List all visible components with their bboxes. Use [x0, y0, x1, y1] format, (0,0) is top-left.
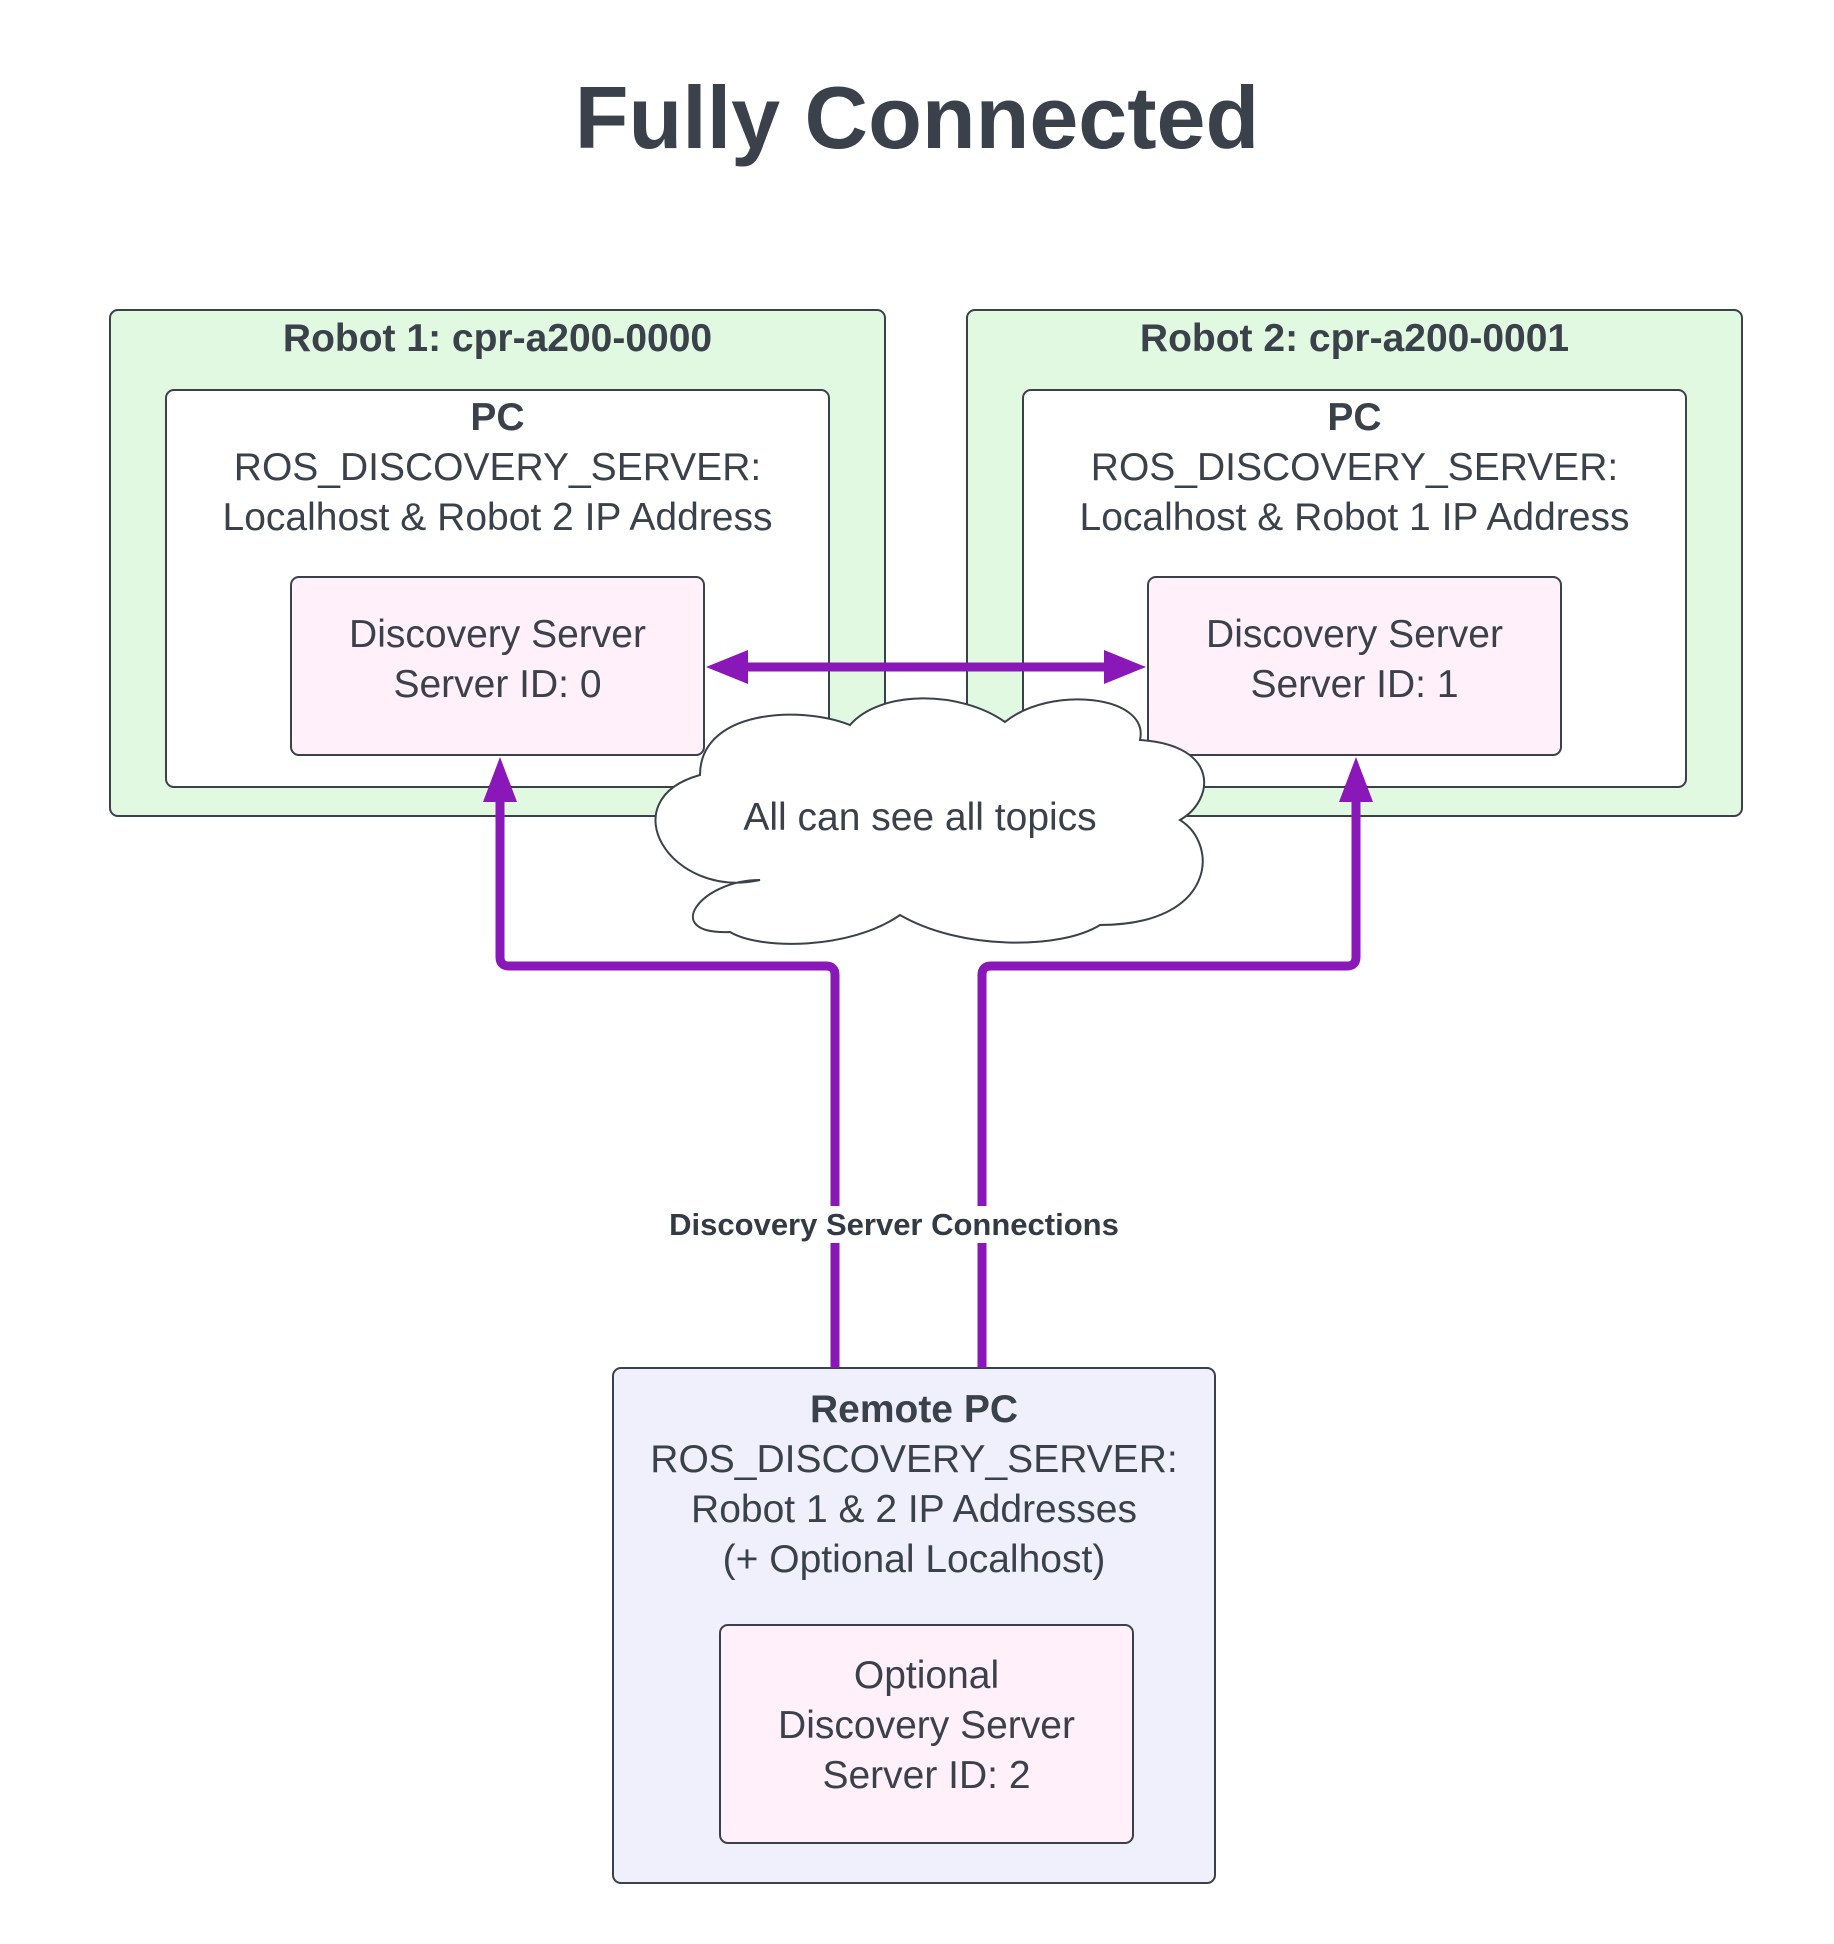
remote-pc-addresses: Robot 1 & 2 IP Addresses — [691, 1488, 1137, 1531]
remote-pc-env-var: ROS_DISCOVERY_SERVER: — [650, 1438, 1178, 1481]
robot2-pc-addresses: Localhost & Robot 1 IP Address — [1079, 496, 1630, 539]
remote-pc-text: Remote PC ROS_DISCOVERY_SERVER: Robot 1 … — [613, 1385, 1215, 1585]
robot1-pc-env-var: ROS_DISCOVERY_SERVER: — [233, 446, 762, 489]
robot2-pc-env-var: ROS_DISCOVERY_SERVER: — [1090, 446, 1619, 489]
server1-text: Discovery Server Server ID: 1 — [1148, 610, 1561, 710]
arrowhead-right — [1104, 650, 1146, 684]
robot1-pc-addresses: Localhost & Robot 2 IP Address — [222, 496, 773, 539]
server2-text: Optional Discovery Server Server ID: 2 — [720, 1651, 1133, 1801]
robot2-discovery-server-box[interactable] — [1147, 576, 1562, 756]
robot1-pc-text: PC ROS_DISCOVERY_SERVER: Localhost & Rob… — [166, 393, 829, 543]
remote-discovery-server-box[interactable] — [719, 1624, 1134, 1844]
robot1-discovery-server-box[interactable] — [290, 576, 705, 756]
server0-text: Discovery Server Server ID: 0 — [291, 610, 704, 710]
arrowhead-up-server0 — [483, 757, 517, 802]
server2-id: Server ID: 2 — [822, 1754, 1031, 1797]
connection-remote-to-server0 — [495, 800, 840, 1368]
page-title: Fully Connected — [574, 68, 1260, 167]
connection-remote-to-server1 — [977, 800, 1361, 1368]
server2-label: Discovery Server — [778, 1704, 1075, 1747]
robot1-pc-heading: PC — [470, 396, 525, 439]
robot1-title: Robot 1: cpr-a200-0000 — [282, 317, 713, 360]
cloud-label: All can see all topics — [743, 796, 1097, 839]
robot2-title: Robot 2: cpr-a200-0001 — [1139, 317, 1570, 360]
remote-pc-optional: (+ Optional Localhost) — [722, 1538, 1106, 1581]
remote-pc-heading: Remote PC — [809, 1388, 1019, 1431]
connections-label: Discovery Server Connections — [640, 1206, 1148, 1244]
robot2-pc-heading: PC — [1327, 396, 1382, 439]
server0-id: Server ID: 0 — [393, 663, 602, 706]
server0-label: Discovery Server — [349, 613, 646, 656]
server1-label: Discovery Server — [1206, 613, 1503, 656]
cloud-shape — [654, 697, 1206, 945]
robot2-pc-text: PC ROS_DISCOVERY_SERVER: Localhost & Rob… — [1023, 393, 1686, 543]
arrowhead-up-server1 — [1339, 757, 1373, 802]
server2-optional: Optional — [853, 1654, 1000, 1697]
server1-id: Server ID: 1 — [1250, 663, 1459, 706]
arrowhead-left — [706, 650, 748, 684]
